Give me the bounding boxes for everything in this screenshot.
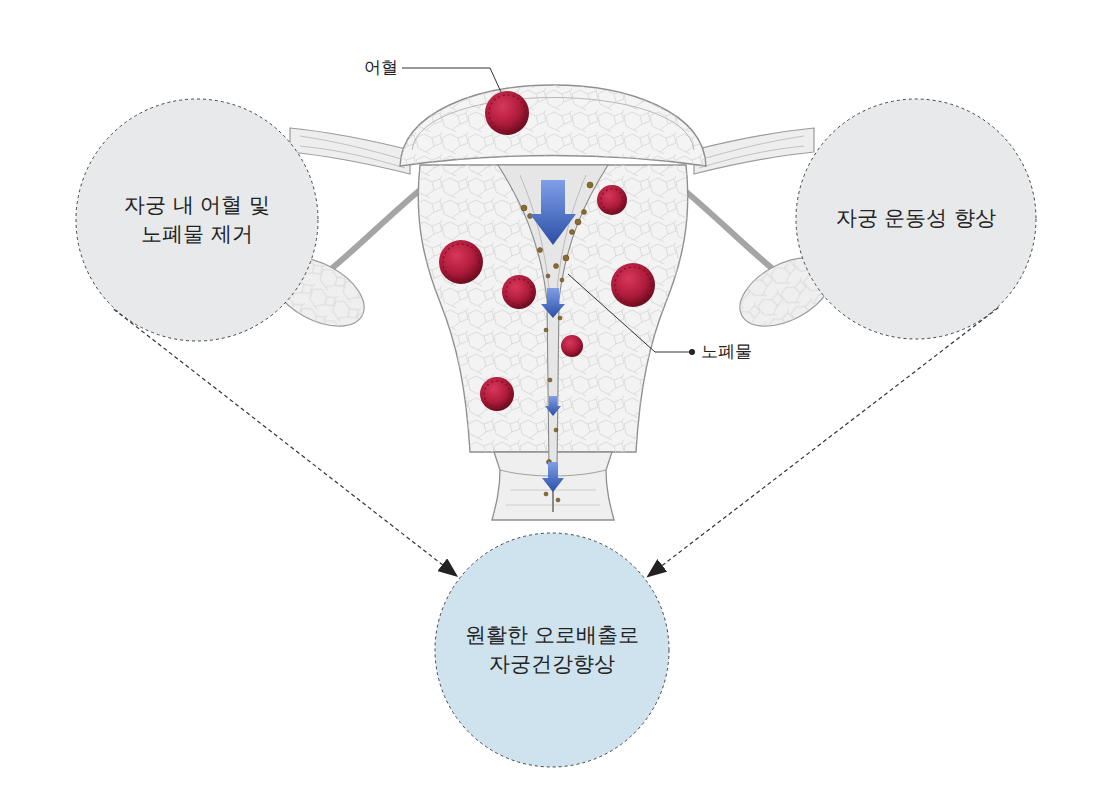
- uterine-body: [418, 165, 688, 452]
- circle-node: 원활한 오로배출로 자궁건강향상: [434, 532, 670, 768]
- node-text: 원활한 오로배출로 자궁건강향상: [455, 621, 649, 680]
- circle-node: 자궁 운동성 향상: [795, 98, 1037, 340]
- fallopian-tube: [694, 128, 814, 174]
- uterine-fundus: [400, 85, 706, 166]
- dashed-arrow: [114, 309, 457, 576]
- part-label: 어혈: [364, 57, 398, 77]
- circle-outline: [75, 98, 319, 342]
- leader-line: [568, 274, 692, 352]
- circle-outline: [434, 532, 670, 768]
- circle-node: 자궁 내 어혈 및 노폐물 제거: [75, 98, 319, 342]
- node-text-group: 자궁 운동성 향상: [816, 204, 1016, 233]
- node-text: 자궁 운동성 향상: [816, 204, 1016, 233]
- leader-line: [402, 68, 501, 92]
- blood-clot: [439, 91, 655, 411]
- node-text: 자궁 내 어혈 및 노폐물 제거: [108, 191, 286, 250]
- dashed-arrow: [648, 308, 999, 577]
- uterine-cavity: [498, 165, 608, 470]
- fallopian-tube: [290, 128, 410, 174]
- flow-arrow: [530, 180, 576, 492]
- node-text-group: 자궁 내 어혈 및 노폐물 제거: [108, 191, 286, 250]
- node-text-group: 원활한 오로배출로 자궁건강향상: [455, 621, 649, 680]
- part-label: 노폐물: [701, 341, 752, 361]
- cervix: [492, 452, 614, 520]
